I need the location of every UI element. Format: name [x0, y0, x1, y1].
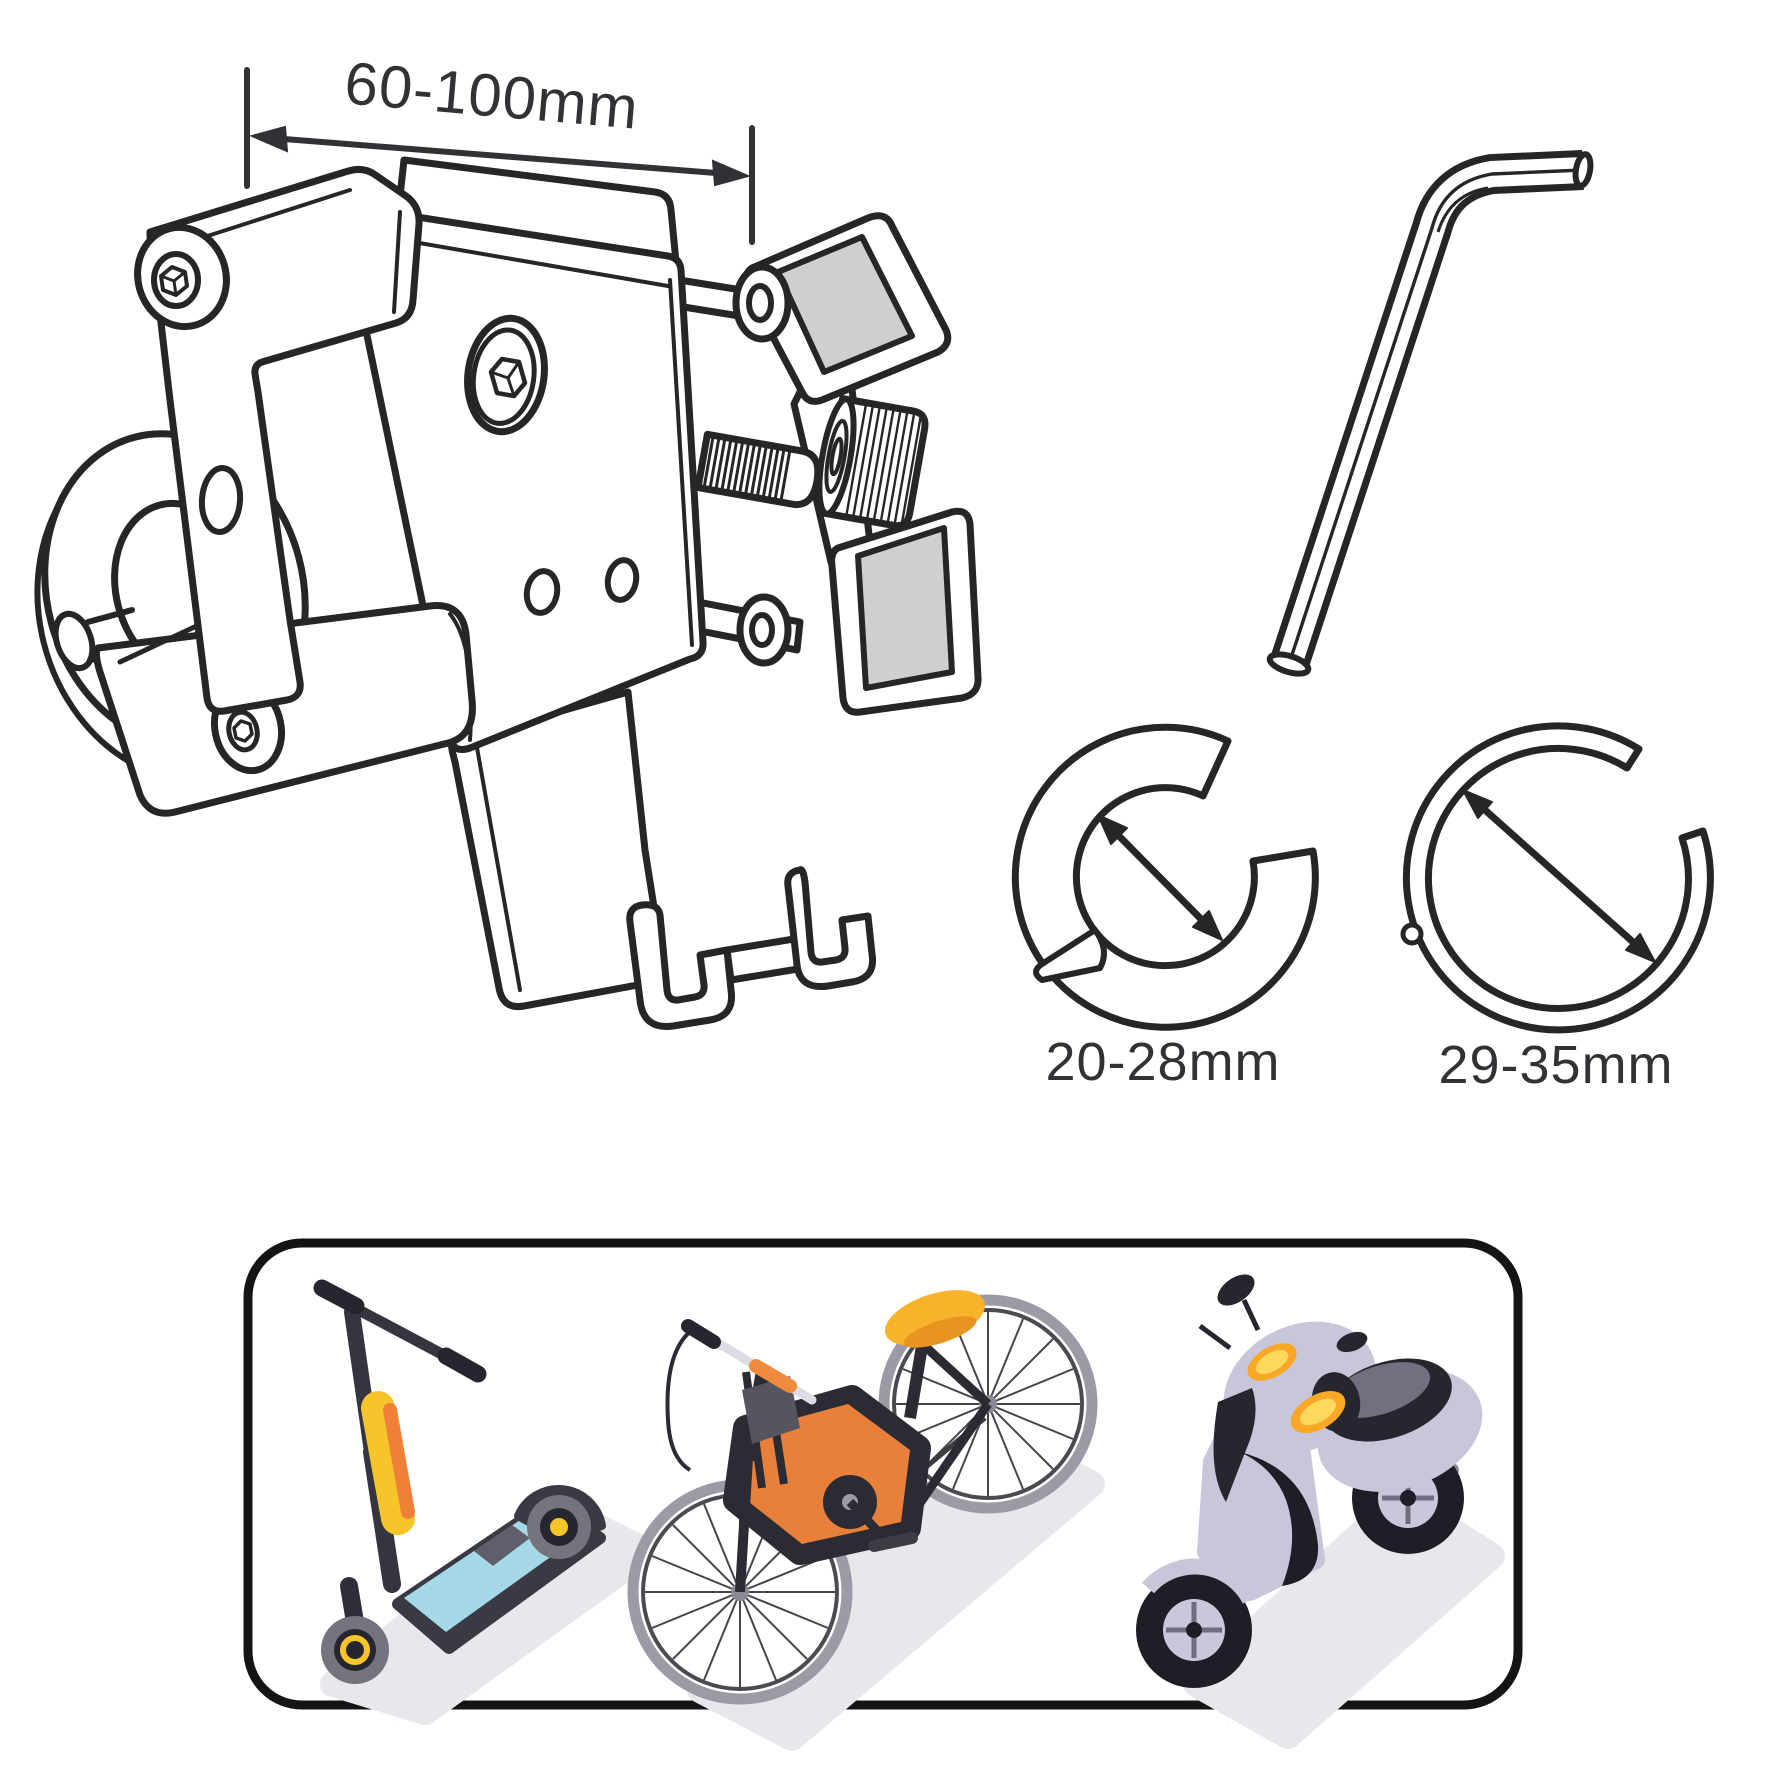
- mount-width-label: 60-100mm: [342, 49, 642, 141]
- body-dark-panel: [1213, 1388, 1256, 1502]
- arrowhead-right: [711, 159, 752, 187]
- deck-stripe: [474, 1525, 530, 1566]
- plate-hole-left: [523, 568, 561, 616]
- knurled-knob: [816, 395, 929, 530]
- clamp-split-lug: [52, 610, 96, 672]
- arrowhead-left: [248, 125, 289, 153]
- large-clamp-label: 29-35mm: [1438, 1035, 1673, 1095]
- arm-hole: [198, 465, 244, 535]
- compatible-vehicles-panel: [243, 1238, 1523, 1751]
- shim-ring-small: [1011, 723, 1319, 1031]
- ring-notch: [1400, 922, 1424, 946]
- phone-mount-illustration: [34, 156, 982, 1030]
- hex-key-icon: [1266, 150, 1594, 677]
- kick-scooter-illustration: [313, 1279, 661, 1725]
- grip-right: [437, 1347, 487, 1383]
- dimension-line: [281, 136, 719, 176]
- pivot-arm: [134, 165, 423, 715]
- moped-illustration: [1136, 1274, 1505, 1749]
- grip: [1336, 1331, 1368, 1353]
- phone-hook-right: [784, 866, 877, 991]
- mirror: [1217, 1274, 1255, 1306]
- diameter-arrow: [1462, 789, 1656, 963]
- bottom-support-arm: [447, 688, 877, 1030]
- grip-pad-top: [775, 234, 915, 375]
- grip-pad-bottom: [855, 525, 955, 691]
- phone-hook-left: [626, 901, 736, 1030]
- grip-left: [313, 1279, 365, 1315]
- diameter-arrow: [1097, 814, 1223, 941]
- shim-ring-large: [1400, 722, 1714, 1034]
- small-clamp-label: 20-28mm: [1045, 1032, 1280, 1092]
- pedal: [868, 1532, 918, 1552]
- ring-pointer-tab: [1033, 927, 1107, 983]
- bicycle-illustration: [627, 1290, 1105, 1751]
- moped-shadow: [1183, 1485, 1505, 1749]
- floor-swoosh: [1240, 1452, 1319, 1586]
- plate-hole-right: [604, 557, 640, 603]
